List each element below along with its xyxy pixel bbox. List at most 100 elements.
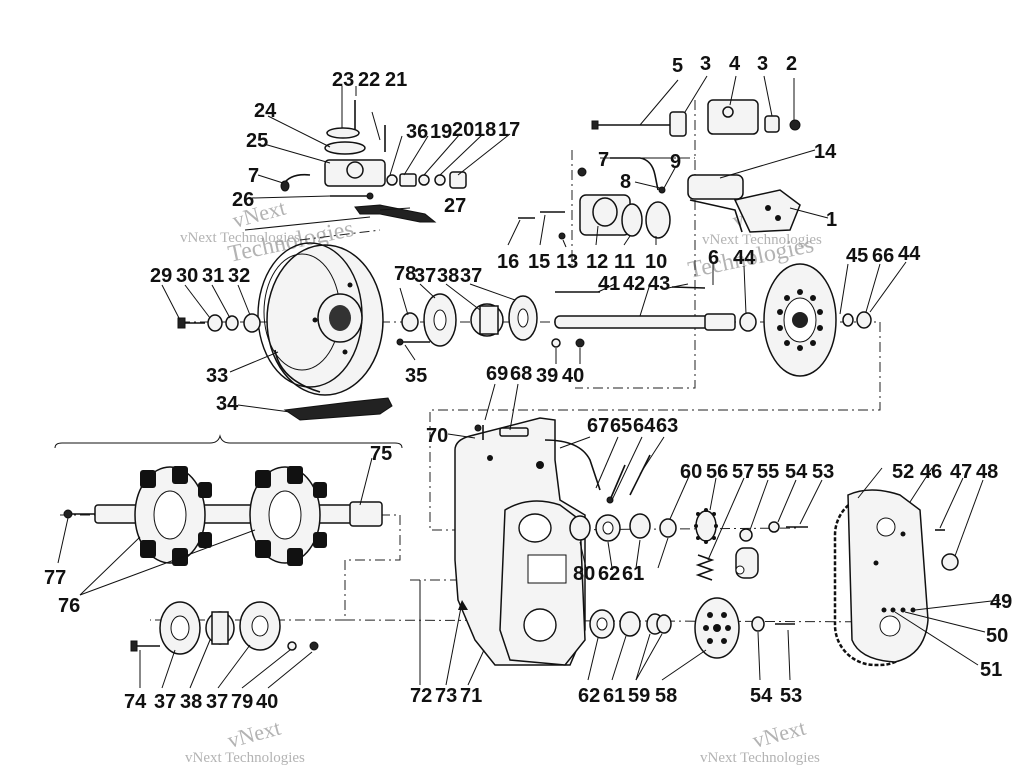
bearing-set: [396, 293, 585, 348]
callout-22: 22: [358, 69, 380, 91]
callout-29: 29: [150, 265, 172, 287]
main-shaft: [554, 286, 757, 332]
upper-drive-sprocket: [694, 508, 718, 581]
callout-9: 9: [670, 151, 681, 173]
drive-pulley: [257, 242, 384, 396]
brake-caliper-assembly: [518, 99, 801, 240]
callout-20: 20: [452, 119, 474, 141]
watermark-full: vNext Technologies: [180, 230, 300, 246]
callout-46: 46: [920, 461, 942, 483]
watermark-full: vNext Technologies: [700, 750, 820, 766]
chaincase-housing: [454, 417, 601, 666]
brake-washer: [326, 127, 360, 139]
callout-80: 80: [573, 563, 595, 585]
callout-38: 38: [437, 265, 459, 287]
callout-3: 3: [700, 53, 711, 75]
callout-labels: 1 2 3 3 4 5 6 7 7 8 9 10 11 12 13 14 15 …: [44, 53, 1012, 713]
callout-77: 77: [44, 567, 66, 589]
callout-54: 54: [785, 461, 808, 483]
callout-12: 12: [586, 251, 608, 273]
callout-75: 75: [370, 443, 392, 465]
callout-57: 57: [732, 461, 754, 483]
callout-60: 60: [680, 461, 702, 483]
bolt-washer-stack: [177, 313, 261, 333]
callout-27: 27: [444, 195, 466, 217]
callout-34: 34: [216, 393, 239, 415]
callout-17: 17: [498, 119, 520, 141]
callout-44: 44: [733, 247, 756, 269]
watermark-brand: vNext: [225, 715, 283, 753]
callout-23: 23: [332, 69, 354, 91]
callout-26: 26: [232, 189, 254, 211]
callout-58: 58: [655, 685, 677, 707]
callout-67: 67: [587, 415, 609, 437]
callout-33: 33: [206, 365, 228, 387]
callout-63: 63: [656, 415, 678, 437]
callout-70: 70: [426, 425, 448, 447]
callout-21: 21: [385, 69, 407, 91]
callout-62: 62: [598, 563, 620, 585]
callout-2: 2: [786, 53, 797, 75]
callout-35: 35: [405, 365, 427, 387]
callout-25: 25: [246, 130, 268, 152]
callout-19: 19: [430, 121, 452, 143]
callout-24: 24: [254, 100, 277, 122]
callout-37: 37: [206, 691, 228, 713]
callout-11: 11: [614, 251, 635, 273]
callout-56: 56: [706, 461, 728, 483]
lower-bearing-set: [130, 601, 319, 655]
callout-13: 13: [556, 251, 578, 273]
callout-39: 39: [536, 365, 558, 387]
sprocket-left: [134, 466, 212, 566]
callout-5: 5: [672, 55, 683, 77]
assembly-brace: [54, 434, 403, 449]
chain-and-cover: [833, 489, 959, 667]
callout-49: 49: [990, 591, 1012, 613]
brake-pad: [354, 204, 437, 223]
callout-50: 50: [986, 625, 1008, 647]
callout-55: 55: [757, 461, 779, 483]
callout-68: 68: [510, 363, 532, 385]
chaincase-bearings: [569, 454, 677, 542]
callout-7: 7: [248, 165, 259, 187]
callout-76: 76: [58, 595, 80, 617]
chain-tensioner: [735, 521, 808, 579]
callout-61: 61: [622, 563, 644, 585]
callout-15: 15: [528, 251, 550, 273]
callout-59: 59: [628, 685, 650, 707]
callout-48: 48: [976, 461, 998, 483]
callout-54: 54: [750, 685, 773, 707]
callout-36: 36: [406, 121, 428, 143]
callout-47: 47: [950, 461, 972, 483]
lower-chaincase-bearings: [589, 609, 795, 639]
callout-8: 8: [620, 171, 631, 193]
sprocket-right: [249, 466, 327, 566]
lower-driven-sprocket: [694, 597, 740, 659]
callout-37: 37: [154, 691, 176, 713]
callout-65: 65: [610, 415, 632, 437]
callout-51: 51: [980, 659, 1002, 681]
watermark-full: vNext Technologies: [702, 232, 822, 248]
callout-37: 37: [460, 265, 482, 287]
callout-45: 45: [846, 245, 868, 267]
callout-6: 6: [708, 247, 719, 269]
callout-42: 42: [623, 273, 645, 295]
callout-53: 53: [780, 685, 802, 707]
callout-78: 79: [231, 691, 253, 713]
brake-cover: [324, 141, 366, 155]
callout-3: 3: [757, 53, 768, 75]
brake-lever-hub: [346, 161, 364, 179]
callout-69: 69: [486, 363, 508, 385]
brake-cam-assembly: [280, 100, 467, 223]
callout-30: 30: [176, 265, 198, 287]
callout-37: 37: [414, 265, 436, 287]
driven-pulley: [763, 263, 872, 377]
spring-stack: [386, 171, 467, 189]
callout-4: 4: [729, 53, 741, 75]
callout-31: 31: [202, 265, 224, 287]
callout-32: 32: [228, 265, 250, 287]
callout-18: 18: [474, 119, 496, 141]
callout-66: 66: [872, 245, 894, 267]
watermark-brand: vNext: [750, 715, 808, 753]
